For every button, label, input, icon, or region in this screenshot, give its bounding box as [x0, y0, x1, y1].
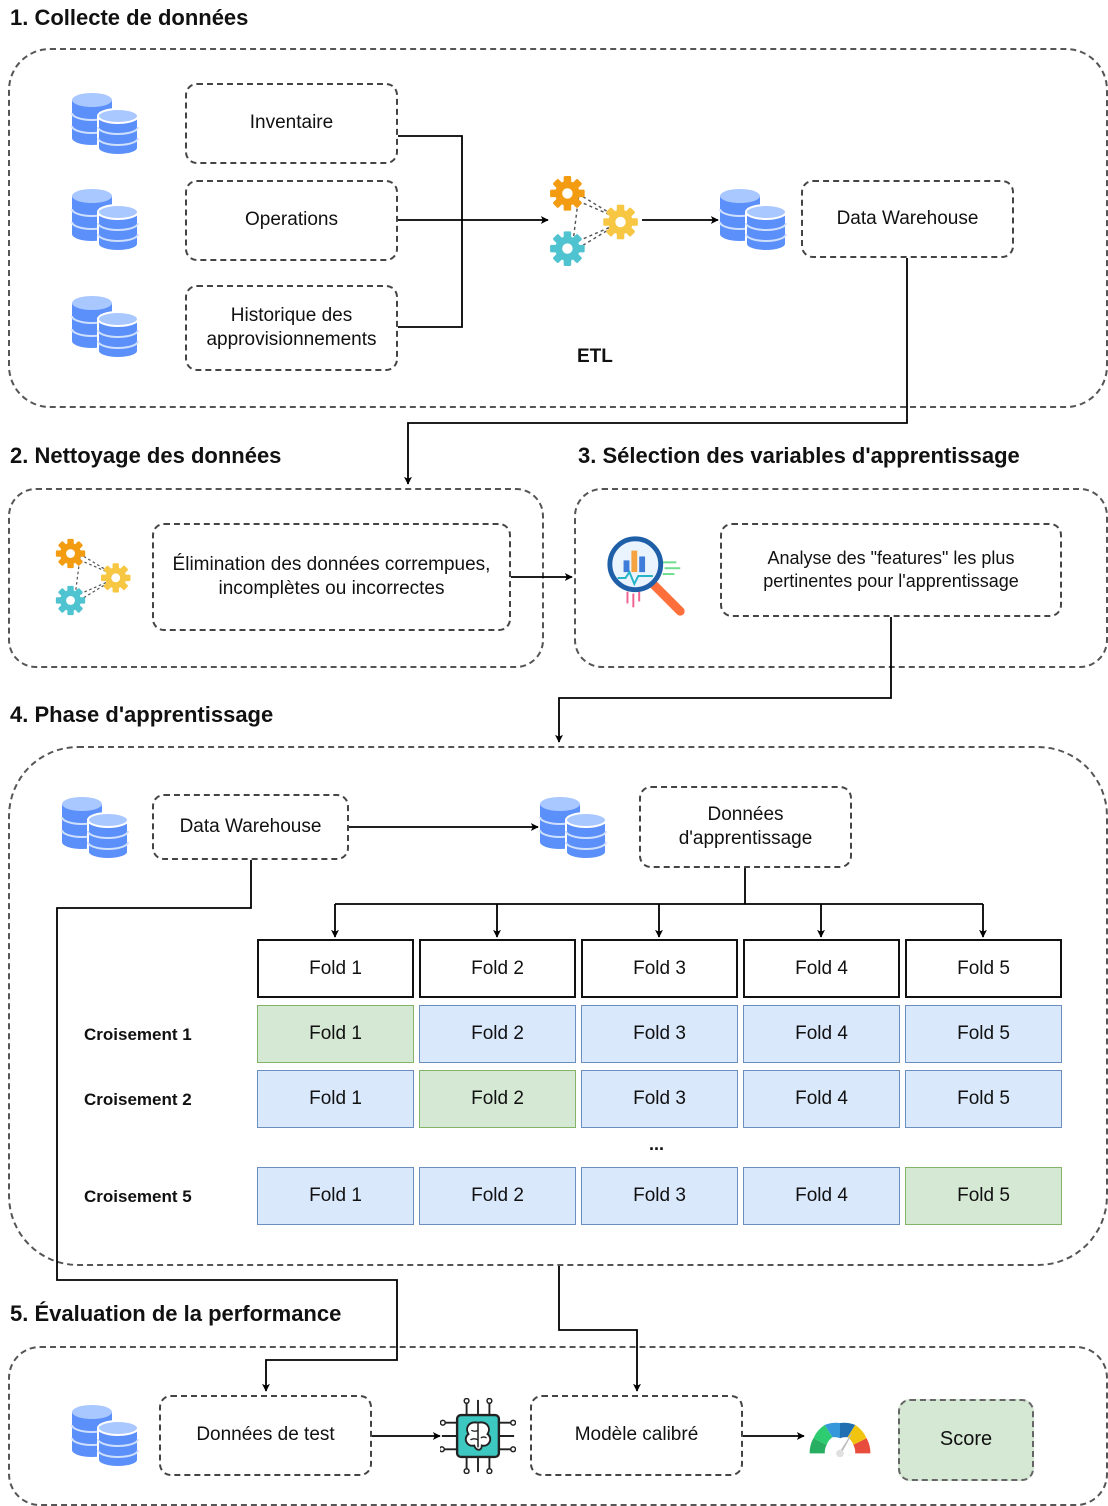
database-icon [70, 293, 142, 359]
gears-icon [548, 174, 642, 268]
fold-cell-test: Fold 2 [419, 1070, 576, 1128]
fold-cell-train: Fold 1 [257, 1167, 414, 1225]
fold-cell-train: Fold 5 [905, 1070, 1062, 1128]
calibrated-model-node: Modèle calibré [530, 1395, 743, 1476]
fold-cell-test: Fold 1 [257, 1005, 414, 1063]
fold-header: Fold 3 [581, 939, 738, 998]
database-icon [70, 1402, 142, 1468]
data-warehouse-node: Data Warehouse [152, 794, 349, 860]
section-title-learn: 4. Phase d'apprentissage [10, 702, 274, 727]
crossing-label: Croisement 2 [84, 1090, 192, 1109]
connector-inventaire [398, 135, 463, 220]
connector-historique [398, 220, 463, 328]
connector-learn-model [558, 1266, 641, 1392]
section-title-collect: 1. Collecte de données [10, 5, 249, 30]
score-node: Score [898, 1399, 1034, 1481]
database-icon [60, 794, 132, 860]
data-warehouse-node: Data Warehouse [801, 180, 1014, 258]
fold-header: Fold 1 [257, 939, 414, 998]
source-inventaire: Inventaire [185, 83, 398, 164]
fold-cell-test: Fold 5 [905, 1167, 1062, 1225]
ai-chip-icon [440, 1398, 516, 1474]
fold-cell-train: Fold 2 [419, 1167, 576, 1225]
fold-cell-train: Fold 3 [581, 1167, 738, 1225]
gears-icon [54, 537, 134, 617]
clean-group [8, 488, 544, 668]
section-title-clean: 2. Nettoyage des données [10, 443, 282, 468]
database-icon [70, 90, 142, 156]
connector-select-learn [555, 617, 892, 743]
database-icon [718, 186, 790, 252]
learn-group [8, 746, 1108, 1266]
fold-header: Fold 2 [419, 939, 576, 998]
connector-dw-testdata [56, 860, 398, 1392]
crossing-label: Croisement 1 [84, 1025, 192, 1044]
database-icon [538, 794, 610, 860]
fold-header: Fold 5 [905, 939, 1062, 998]
ellipsis: ... [649, 1134, 665, 1154]
cleaning-node: Élimination des données corrempues, inco… [152, 523, 511, 631]
crossing-label: Croisement 5 [84, 1187, 192, 1206]
connector-training-folds [335, 868, 746, 905]
database-icon [70, 186, 142, 252]
fold-cell-train: Fold 3 [581, 1070, 738, 1128]
fold-cell-train: Fold 1 [257, 1070, 414, 1128]
section-title-select: 3. Sélection des variables d'apprentissa… [578, 443, 1020, 468]
fold-cell-train: Fold 5 [905, 1005, 1062, 1063]
etl-label: ETL [577, 346, 613, 367]
collect-group [8, 48, 1108, 408]
data-analysis-icon [604, 533, 692, 621]
fold-header: Fold 4 [743, 939, 900, 998]
eval-group [8, 1346, 1108, 1506]
connector-warehouse-clean [404, 258, 908, 485]
feature-selection-node: Analyse des "features" les plus pertinen… [720, 523, 1062, 617]
gauge-icon [802, 1404, 878, 1461]
select-group [574, 488, 1108, 668]
training-data-node: Données d'apprentissage [639, 786, 852, 868]
fold-cell-train: Fold 3 [581, 1005, 738, 1063]
source-operations: Operations [185, 180, 398, 261]
source-historique: Historique des approvisionnements [185, 285, 398, 371]
fold-cell-train: Fold 2 [419, 1005, 576, 1063]
fold-cell-train: Fold 4 [743, 1005, 900, 1063]
fold-cell-train: Fold 4 [743, 1070, 900, 1128]
test-data-node: Données de test [159, 1395, 372, 1476]
section-title-eval: 5. Évaluation de la performance [10, 1301, 342, 1326]
fold-cell-train: Fold 4 [743, 1167, 900, 1225]
